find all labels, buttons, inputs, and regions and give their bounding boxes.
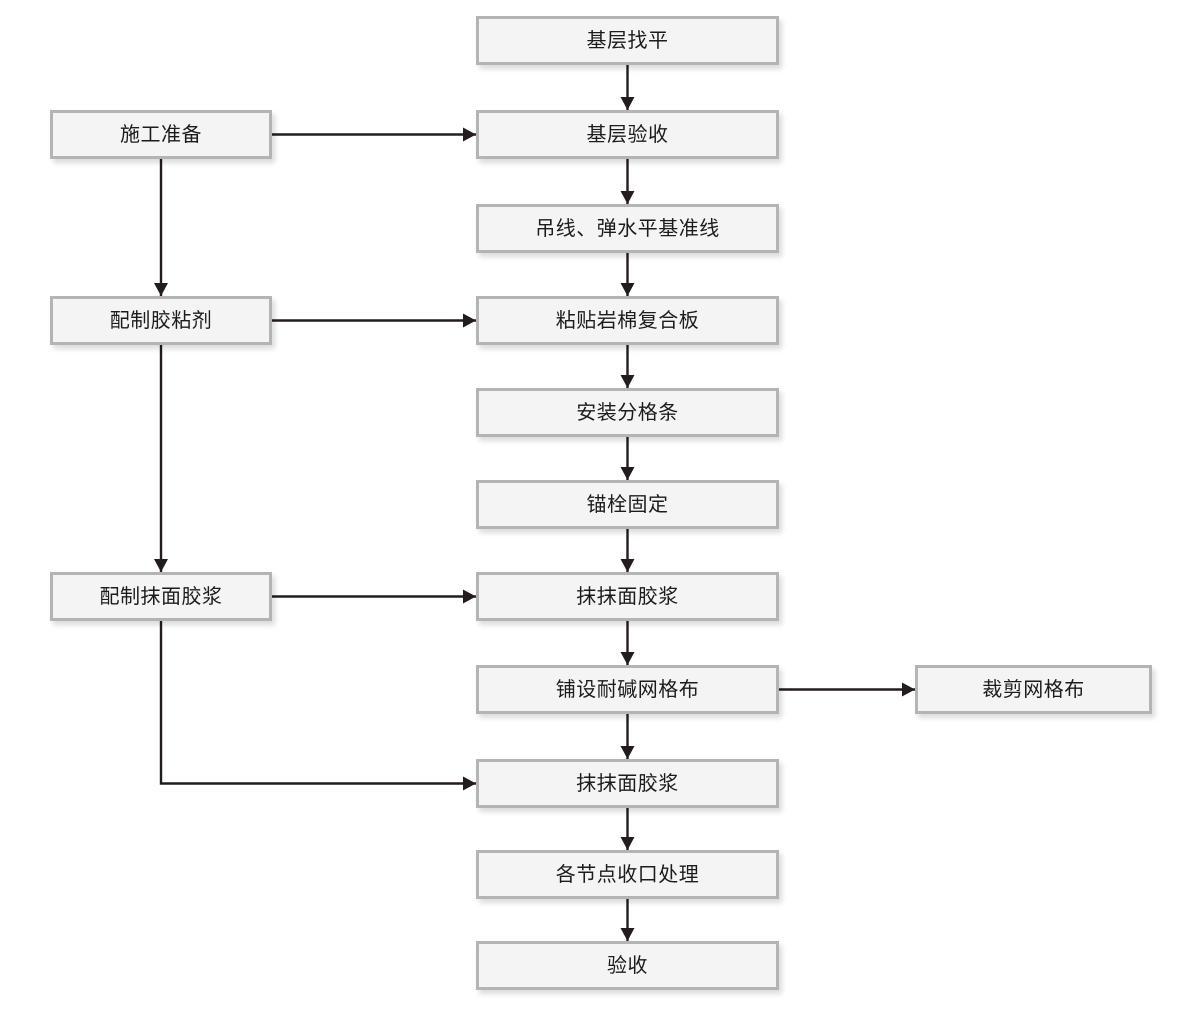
e-m8-cut-head — [902, 682, 915, 697]
flow-node-base-leveling[interactable]: 基层找平 — [476, 16, 779, 65]
flow-node-lay-mesh[interactable]: 铺设耐碱网格布 — [476, 665, 779, 714]
flow-node-label: 基层验收 — [586, 123, 669, 146]
flow-node-adhesive[interactable]: 配制胶粘剂 — [50, 296, 272, 345]
flow-node-label: 各节点收口处理 — [555, 863, 700, 886]
e-m2-m3-head — [620, 191, 635, 204]
e-prep-to-m2-head — [463, 127, 476, 142]
flow-node-acceptance[interactable]: 验收 — [476, 941, 779, 990]
flow-node-joint-treatment[interactable]: 各节点收口处理 — [476, 850, 779, 899]
e-adhesive-to-m4-head — [463, 313, 476, 328]
flow-node-label: 配制胶粘剂 — [109, 309, 213, 332]
flow-node-plaster-first[interactable]: 抹抹面胶浆 — [476, 572, 779, 621]
flow-node-base-acceptance[interactable]: 基层验收 — [476, 110, 779, 159]
flow-node-label: 裁剪网格布 — [982, 678, 1085, 701]
flow-node-label: 施工准备 — [120, 123, 202, 146]
e-m1-m2-head — [620, 97, 635, 110]
e-m8-m9-head — [620, 746, 635, 759]
flow-node-label: 粘贴岩棉复合板 — [555, 309, 700, 332]
e-m10-m11-head — [620, 928, 635, 941]
e-mortar-to-m7-head — [463, 589, 476, 604]
e-m4-m5-head — [620, 375, 635, 388]
flow-node-paste-rockwool[interactable]: 粘贴岩棉复合板 — [476, 296, 779, 345]
flow-node-anchor-bolts[interactable]: 锚栓固定 — [476, 480, 779, 529]
flow-node-plumb-line[interactable]: 吊线、弹水平基准线 — [476, 204, 779, 253]
e-m9-m10-head — [620, 837, 635, 850]
flow-node-plaster-second[interactable]: 抹抹面胶浆 — [476, 759, 779, 808]
flow-node-label: 吊线、弹水平基准线 — [535, 217, 720, 240]
flow-node-label: 铺设耐碱网格布 — [555, 678, 700, 701]
e-mortar-to-m9 — [159, 621, 476, 785]
flow-node-label: 安装分格条 — [576, 401, 679, 424]
flow-node-label: 抹抹面胶浆 — [576, 585, 679, 608]
e-mortar-to-m9-head — [463, 776, 476, 791]
e-m7-m8-head — [620, 652, 635, 665]
flow-node-install-strips[interactable]: 安装分格条 — [476, 388, 779, 437]
flow-node-cut-mesh[interactable]: 裁剪网格布 — [915, 665, 1152, 714]
flow-node-mortar[interactable]: 配制抹面胶浆 — [50, 572, 272, 621]
e-m3-m4-head — [620, 283, 635, 296]
e-prep-to-adhesive-head — [154, 283, 168, 296]
e-m6-m7-head — [620, 559, 635, 572]
flow-node-prep[interactable]: 施工准备 — [50, 110, 272, 159]
flow-node-label: 基层找平 — [586, 29, 669, 52]
flow-node-label: 锚栓固定 — [586, 493, 669, 516]
flow-node-label: 配制抹面胶浆 — [99, 585, 223, 608]
flow-node-label: 验收 — [607, 954, 648, 977]
e-m5-m6-head — [620, 467, 635, 480]
e-adhesive-to-mortar-head — [154, 559, 168, 572]
flow-node-label: 抹抹面胶浆 — [576, 772, 679, 795]
